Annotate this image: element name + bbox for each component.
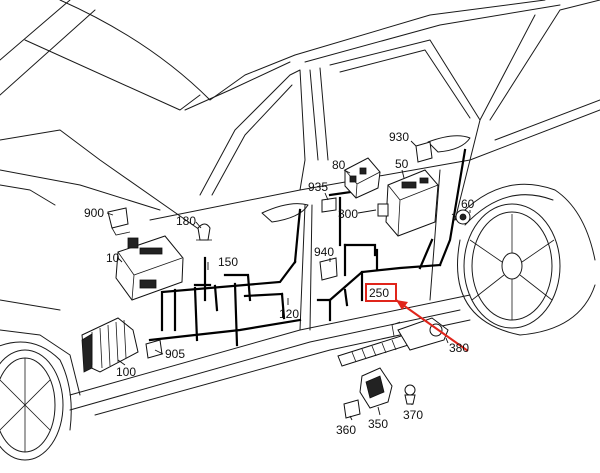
module-80: [344, 157, 381, 199]
connector-935: [321, 197, 337, 213]
callout-180: 180: [176, 214, 196, 228]
callout-930: 930: [389, 130, 409, 144]
bracket-350: [359, 367, 393, 409]
highlight-250: [365, 283, 469, 352]
door-harness-tube-380: [337, 317, 449, 367]
callout-10: 10: [106, 251, 120, 265]
clip-180: [196, 223, 212, 241]
connector-900: [107, 207, 131, 236]
callout-60: 60: [461, 197, 475, 211]
callout-905: 905: [165, 347, 185, 361]
callout-900: 900: [84, 206, 104, 220]
callout-380: 380: [449, 341, 469, 355]
callout-250: 250: [369, 286, 389, 300]
callout-935: 935: [308, 180, 328, 194]
callout-labels: 900 180 10 150 120 100 905 935 80 50 930…: [84, 130, 475, 437]
connector-930: [415, 141, 433, 163]
callout-100: 100: [116, 365, 136, 379]
connector-940: [319, 257, 338, 281]
bolt-60: [451, 209, 471, 225]
rear-wheel: [457, 203, 596, 336]
callout-120: 120: [279, 307, 299, 321]
callout-80: 80: [332, 158, 346, 172]
callout-370: 370: [403, 408, 423, 422]
front-wheel: [0, 341, 72, 461]
connector-905: [145, 339, 163, 359]
control-module-10: [115, 235, 184, 301]
callout-50: 50: [395, 157, 409, 171]
callout-360: 360: [336, 423, 356, 437]
clip-360: [343, 399, 361, 419]
wiring-harness: [148, 148, 467, 347]
callout-350: 350: [368, 417, 388, 431]
callout-940: 940: [314, 245, 334, 259]
door-grommet-100: [81, 317, 139, 373]
screw-370: [404, 384, 416, 405]
door-control-module-50: [377, 169, 439, 237]
callout-150: 150: [218, 255, 238, 269]
leader-lines: [106, 140, 471, 421]
callout-300: 300: [338, 207, 358, 221]
